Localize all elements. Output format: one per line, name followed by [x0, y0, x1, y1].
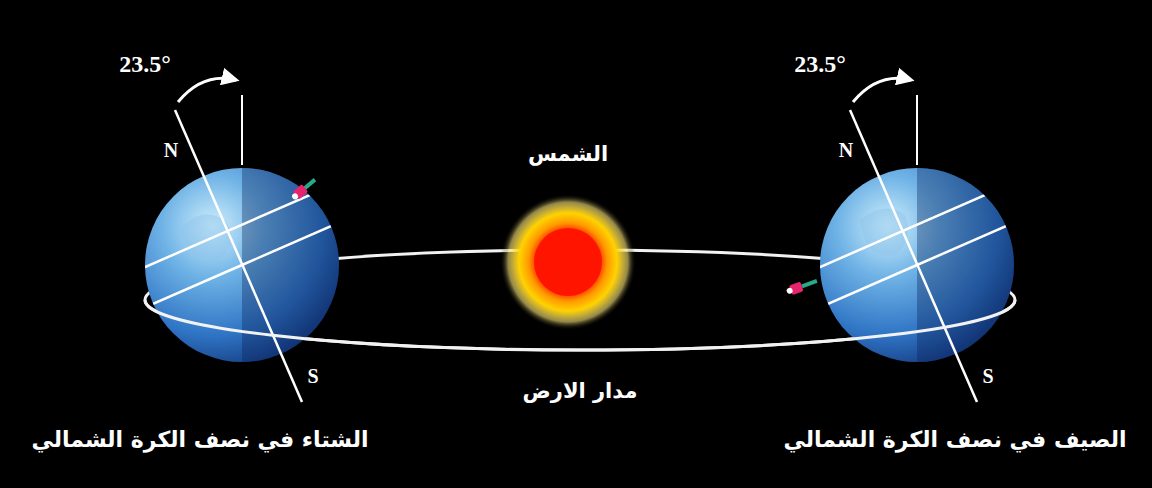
orbit-front	[145, 300, 1015, 350]
sun-glow	[500, 194, 636, 330]
equator	[242, 196, 400, 265]
pin-marker	[785, 276, 818, 296]
pole-label: N	[164, 139, 178, 161]
pole-label: N	[839, 139, 853, 161]
tilt-arrow	[853, 78, 911, 102]
equator	[917, 196, 1075, 265]
season-caption: الصيف في نصف الكرة الشمالي	[783, 428, 1126, 452]
equator	[84, 265, 242, 334]
night-side	[917, 160, 1027, 370]
tilt-arrow	[178, 78, 236, 102]
orbit-label: مدار الارض	[523, 380, 638, 403]
sun-core	[534, 228, 602, 296]
axis-line	[175, 110, 302, 402]
pole-label: S	[982, 365, 993, 387]
earth-summer	[759, 78, 1095, 402]
tilt-angle: 23.5°	[119, 51, 171, 77]
vertical-line	[916, 95, 918, 165]
vertical-line	[241, 95, 243, 165]
season-caption: الشتاء في نصف الكرة الشمالي	[31, 428, 368, 452]
axis-line	[850, 110, 977, 402]
tilt-angle: 23.5°	[794, 51, 846, 77]
sun-label: الشمس	[528, 143, 608, 166]
equator	[759, 265, 917, 334]
pin-marker	[290, 176, 319, 202]
pole-label: S	[307, 365, 318, 387]
tropic-line	[120, 147, 420, 278]
earth-winter	[84, 78, 420, 402]
tropic-line	[795, 147, 1095, 278]
